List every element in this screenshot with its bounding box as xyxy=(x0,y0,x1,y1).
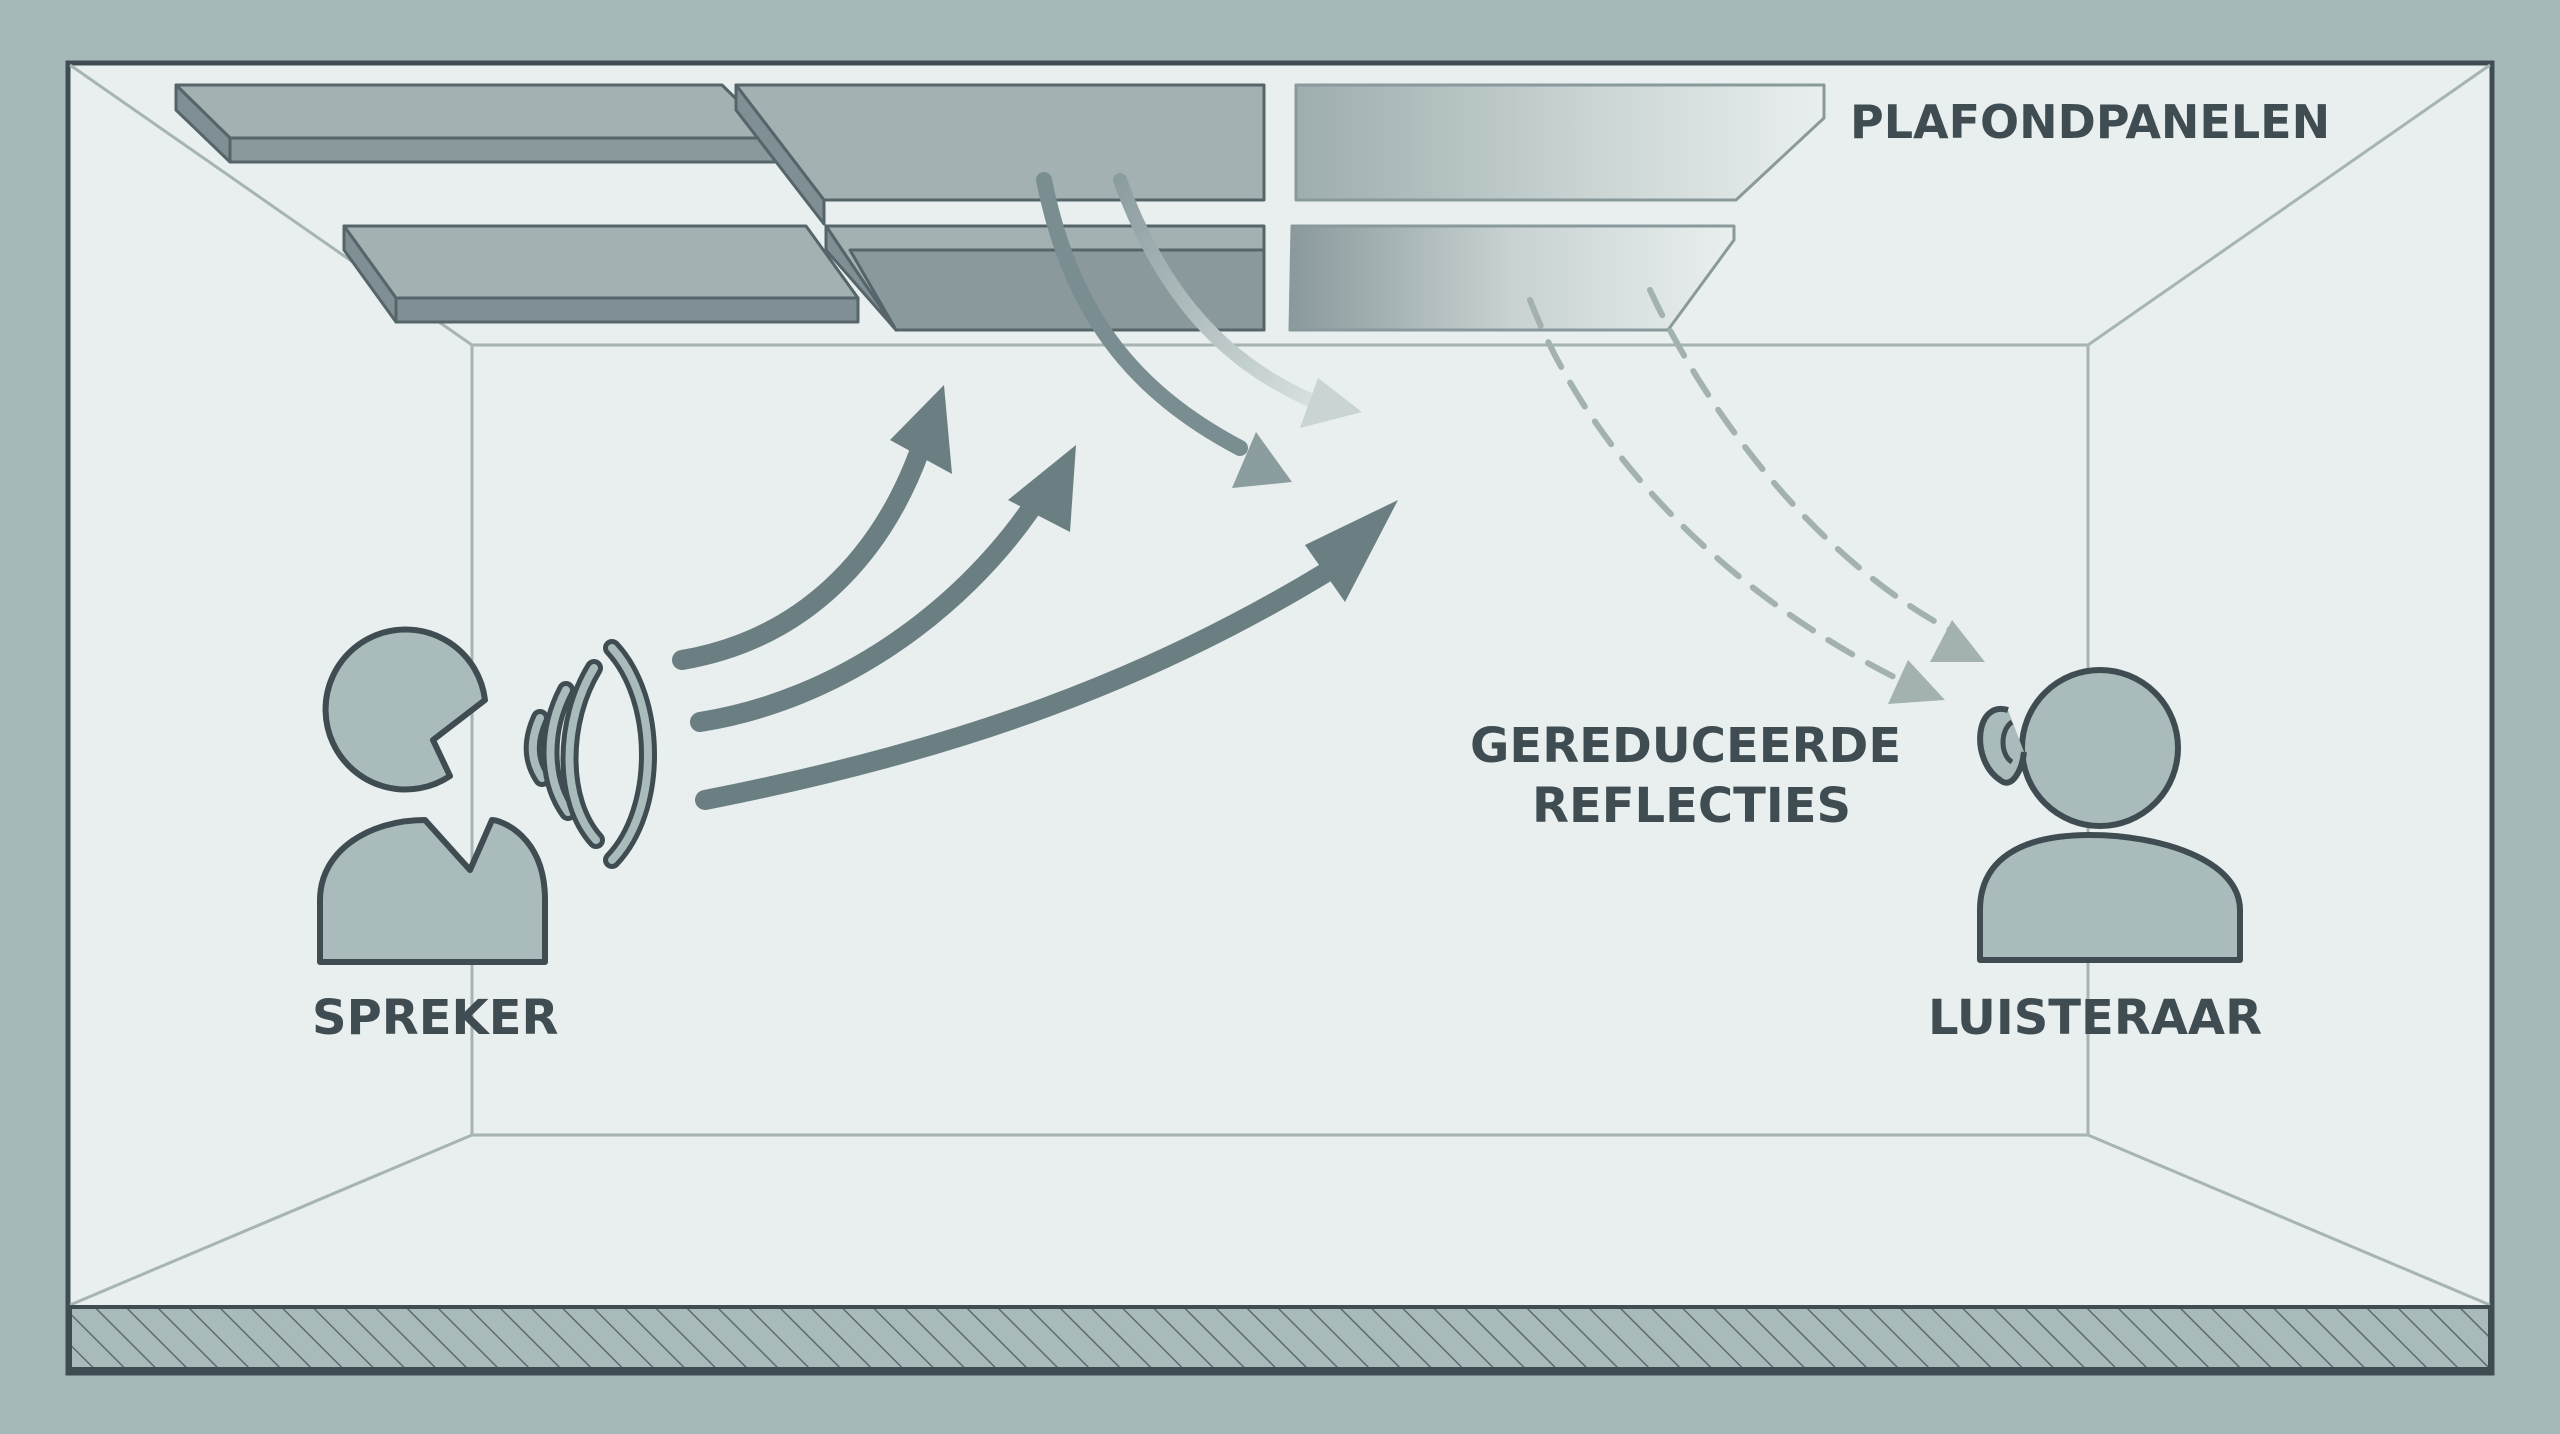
speaker-figure xyxy=(317,626,657,965)
reduced-reflection-arrows xyxy=(1527,287,1953,683)
panels-label: PLAFONDPANELEN xyxy=(1850,95,2330,149)
listening-person-icon xyxy=(1977,667,2243,963)
reduced-reflection-heads xyxy=(1888,620,1985,704)
reflection-arrows xyxy=(1036,172,1317,456)
ceiling-panels xyxy=(174,83,1826,332)
arrow-heads-up xyxy=(890,385,1398,602)
reduced-reflections-label-line2: REFLECTIES xyxy=(1532,778,1851,834)
floor-hatch xyxy=(68,1305,2492,1371)
reflection-arrow-heads xyxy=(1232,378,1362,488)
listener-label: LUISTERAAR xyxy=(1928,990,2262,1046)
sound-arrows-up xyxy=(672,440,1340,810)
speaking-person-icon xyxy=(317,626,548,965)
sound-waves-icon xyxy=(523,639,657,869)
speaker-label: SPREKER xyxy=(312,990,558,1046)
reduced-reflections-label-line1: GEREDUCEERDE xyxy=(1470,718,1901,774)
listener-figure xyxy=(1977,667,2243,963)
